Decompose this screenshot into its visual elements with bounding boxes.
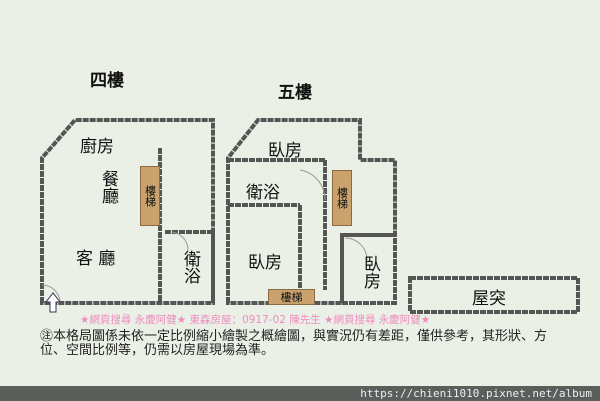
door-swing — [344, 237, 368, 261]
door-swing — [169, 231, 189, 251]
footer-url: https://chieni1010.pixnet.net/album — [360, 387, 592, 400]
roof-outline — [408, 276, 580, 314]
fifth-floor-bedroom-right — [342, 233, 397, 305]
watermark: ★網頁搜尋 永慶阿健★ 東森房屋：0917-02 陳先生 ★網頁搜尋 永慶阿健★ — [80, 314, 431, 326]
disclaimer-note: ㊟本格局圖係未依一定比例縮小繪製之概繪圖，與實況仍有差距，僅供參考，其形狀、方位… — [40, 329, 548, 358]
fourth-floor-title: 四樓 — [90, 71, 124, 91]
room-living: 客 廳 — [76, 249, 116, 269]
room-bedroom-top: 臥房 — [268, 141, 302, 161]
fourth-floor-inner-wall — [158, 148, 215, 303]
roof-label: 屋突 — [472, 289, 506, 309]
room-bedroom-right: 臥房 — [360, 255, 380, 289]
fifth-floor-stairs-right: 樓梯 — [332, 170, 352, 226]
room-dining: 餐廳 — [98, 170, 118, 204]
fifth-floor-inner-walls — [228, 158, 344, 303]
room-bedroom-left: 臥房 — [248, 253, 282, 273]
entrance-arrow-icon — [44, 292, 62, 313]
fourth-floor-bath: 衛浴 — [180, 250, 200, 284]
fifth-floor-bath: 衛浴 — [246, 183, 280, 203]
fourth-floor-outline — [40, 118, 215, 305]
room-kitchen: 廚房 — [80, 137, 114, 157]
door-swing — [41, 284, 61, 304]
fifth-floor-stairs-bottom: 樓梯 — [268, 289, 315, 305]
fifth-floor-title: 五樓 — [278, 83, 312, 103]
footer-bar: https://chieni1010.pixnet.net/album — [0, 386, 600, 401]
door-swing — [299, 169, 326, 201]
fourth-floor-stairs: 樓梯 — [140, 166, 160, 226]
